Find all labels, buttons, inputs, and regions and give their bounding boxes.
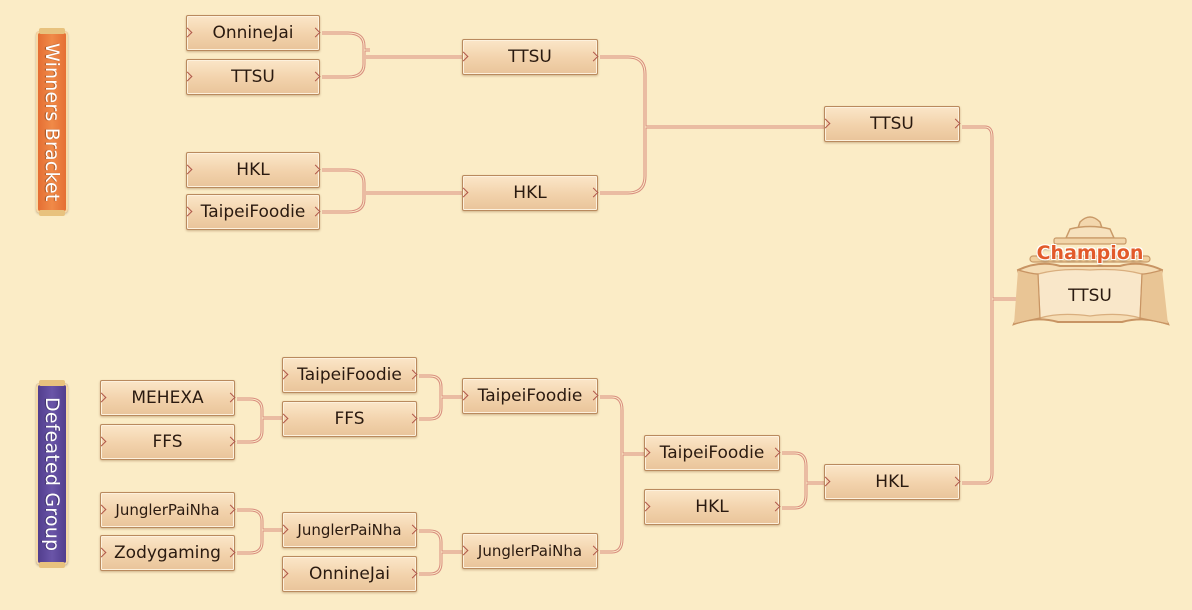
champion-label: Champion xyxy=(1036,242,1144,264)
team-name: HKL xyxy=(875,472,909,492)
team-slot-defeated-r3-1[interactable]: TaipeiFoodie xyxy=(462,378,598,414)
team-slot-winners-r1-4[interactable]: TaipeiFoodie xyxy=(186,194,320,230)
team-slot-defeated-r2-3[interactable]: JunglerPaiNha xyxy=(282,512,417,548)
team-name: TaipeiFoodie xyxy=(659,443,765,463)
defeated-group-label: Defeated Group xyxy=(41,396,63,552)
team-name: HKL xyxy=(236,160,270,180)
team-slot-defeated-r2-2[interactable]: FFS xyxy=(282,401,417,437)
team-name: JunglerPaiNha xyxy=(297,521,402,539)
team-name: TTSU xyxy=(508,47,552,67)
winners-bracket-banner: Winners Bracket xyxy=(36,28,68,216)
team-name: TaipeiFoodie xyxy=(200,202,306,222)
team-name: HKL xyxy=(513,183,547,203)
team-slot-defeated-r3-2[interactable]: JunglerPaiNha xyxy=(462,533,598,569)
team-slot-winners-r1-1[interactable]: OnnineJai xyxy=(186,15,320,51)
champion-panel: Champion TTSU xyxy=(1010,212,1170,332)
team-slot-defeated-final[interactable]: HKL xyxy=(824,464,960,500)
team-slot-defeated-r1-1[interactable]: MEHEXA xyxy=(100,380,235,416)
team-slot-defeated-r1-2[interactable]: FFS xyxy=(100,424,235,460)
team-name: OnnineJai xyxy=(308,564,391,584)
team-slot-winners-r1-3[interactable]: HKL xyxy=(186,152,320,188)
team-name: HKL xyxy=(695,497,729,517)
defeated-group-banner: Defeated Group xyxy=(36,380,68,568)
champion-team-name: TTSU xyxy=(1068,286,1112,306)
winners-bracket-label: Winners Bracket xyxy=(41,42,63,202)
team-name: TaipeiFoodie xyxy=(477,386,583,406)
team-name: FFS xyxy=(152,432,183,452)
team-name: Zodygaming xyxy=(114,543,221,563)
champion-trophy-scroll-icon xyxy=(1012,216,1170,326)
team-name: OnnineJai xyxy=(212,23,294,43)
team-slot-defeated-r2-4[interactable]: OnnineJai xyxy=(282,556,417,592)
team-slot-defeated-r1-4[interactable]: Zodygaming xyxy=(100,535,235,571)
team-slot-winners-final[interactable]: TTSU xyxy=(824,106,960,142)
team-name: TaipeiFoodie xyxy=(297,365,402,385)
team-name: TTSU xyxy=(870,114,914,134)
team-name: JunglerPaiNha xyxy=(115,501,220,519)
team-name: MEHEXA xyxy=(131,388,204,408)
team-name: TTSU xyxy=(231,67,275,87)
team-slot-defeated-r4-1[interactable]: TaipeiFoodie xyxy=(644,435,780,471)
team-slot-winners-r1-2[interactable]: TTSU xyxy=(186,59,320,95)
team-name: JunglerPaiNha xyxy=(477,542,583,560)
team-slot-defeated-r2-1[interactable]: TaipeiFoodie xyxy=(282,357,417,393)
team-slot-winners-r2-1[interactable]: TTSU xyxy=(462,39,598,75)
team-slot-defeated-r4-2[interactable]: HKL xyxy=(644,489,780,525)
team-name: FFS xyxy=(334,409,365,429)
team-slot-defeated-r1-3[interactable]: JunglerPaiNha xyxy=(100,492,235,528)
team-slot-winners-r2-2[interactable]: HKL xyxy=(462,175,598,211)
